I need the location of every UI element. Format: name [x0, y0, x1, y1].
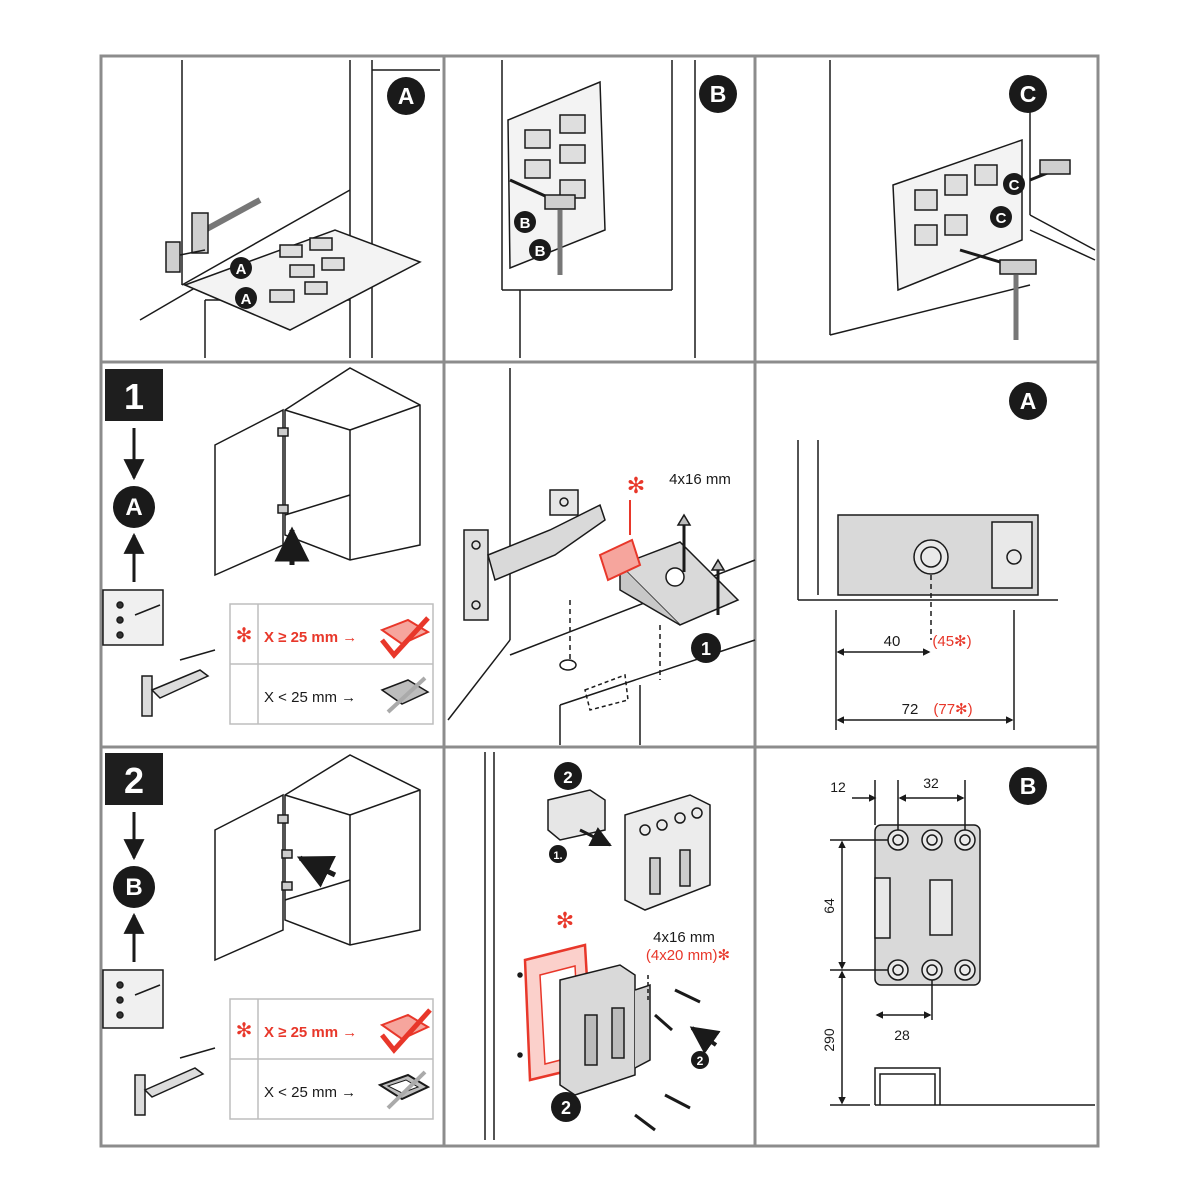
step-1-marker-a: A — [113, 486, 155, 528]
step-1-badge: 1 — [105, 369, 163, 421]
marker-b-on-template-1: B — [514, 211, 536, 233]
mounting-plate-detail — [484, 752, 721, 1140]
svg-text:2: 2 — [697, 1054, 704, 1068]
marker-a-top: A — [387, 77, 425, 115]
svg-text:2: 2 — [561, 1098, 571, 1118]
svg-text:C: C — [1009, 177, 1020, 194]
marker-c-on-template-2: C — [990, 206, 1012, 228]
condition-ge-label: X ≥ 25 mm → — [264, 1024, 357, 1041]
dim-64: 64 — [821, 898, 837, 914]
asterisk-icon-plate: ✻ — [556, 908, 574, 933]
step-1-cabinet — [214, 367, 421, 577]
step-2-condition-table: ✻ X ≥ 25 mm → X < 25 mm → — [229, 998, 434, 1120]
marker-b-top: B — [699, 75, 737, 113]
svg-text:B: B — [125, 874, 142, 901]
callout-1-dot: 1. — [549, 845, 567, 863]
svg-text:B: B — [710, 81, 727, 107]
svg-text:A: A — [125, 494, 142, 521]
callout-2-bottom: 2 — [551, 1092, 581, 1122]
svg-text:A: A — [236, 261, 247, 278]
dim-290: 290 — [821, 1028, 837, 1052]
dim-12: 12 — [830, 779, 846, 795]
svg-text:1: 1 — [701, 639, 711, 659]
step-2-badge: 2 — [105, 753, 163, 805]
asterisk-icon-hinge: ✻ — [627, 473, 645, 498]
svg-text:B: B — [1020, 773, 1037, 799]
red-plate-icon — [379, 616, 431, 659]
condition-lt-label: X < 25 mm → — [264, 689, 356, 706]
asterisk-icon: ✻ — [236, 1020, 253, 1042]
svg-text:1.: 1. — [553, 850, 562, 862]
callout-2-top: 2 — [554, 762, 582, 790]
grey-plate-icon — [380, 676, 430, 714]
dimension-drawing-a — [797, 440, 1058, 730]
callout-2-arrow: 2 — [691, 1051, 709, 1069]
step-2-hinge-thumb — [134, 1047, 216, 1116]
dim-72: 72 — [902, 701, 919, 718]
dim-28: 28 — [894, 1027, 910, 1043]
panel-grid — [99, 54, 1100, 1148]
svg-text:A: A — [241, 291, 252, 308]
svg-text:C: C — [996, 210, 1007, 227]
marker-a-on-template-2: A — [235, 287, 257, 309]
svg-text:C: C — [1020, 81, 1037, 107]
grey-frame-icon — [377, 1070, 431, 1110]
red-frame-icon — [379, 1008, 432, 1054]
hinge-mount-detail — [447, 368, 756, 745]
dim-77-alt: (77✻) — [933, 701, 972, 718]
marker-c-on-template-1: C — [1003, 173, 1025, 195]
dim-45-alt: (45✻) — [932, 633, 971, 650]
svg-text:B: B — [535, 243, 546, 260]
condition-lt-label: X < 25 mm → — [264, 1084, 356, 1101]
panel-template-b — [501, 60, 696, 358]
step-1-condition-table: ✻ X ≥ 25 mm → X < 25 mm → — [229, 603, 434, 725]
asterisk-icon: ✻ — [236, 625, 253, 647]
step-1-hinge-thumb — [141, 649, 216, 717]
step-2-template-thumb — [102, 969, 164, 1029]
marker-c-top: C — [1009, 75, 1047, 113]
screw-size-step-2-alt: (4x20 mm)✻ — [646, 947, 730, 964]
screw-size-step-2: 4x16 mm — [653, 929, 715, 946]
dim-40: 40 — [884, 633, 901, 650]
dim-32: 32 — [923, 775, 939, 791]
step-2-marker-b: B — [113, 866, 155, 908]
step-2-cabinet — [214, 754, 421, 962]
svg-text:1: 1 — [124, 376, 144, 417]
dimension-drawing-b — [830, 780, 1095, 1106]
step-1-template-thumb — [102, 589, 164, 646]
condition-ge-label: X ≥ 25 mm → — [264, 629, 357, 646]
panel-template-c — [829, 60, 1096, 340]
svg-text:A: A — [1020, 388, 1037, 414]
svg-text:B: B — [520, 215, 531, 232]
callout-1-detail: 1 — [691, 633, 721, 663]
marker-a-dimension: A — [1009, 382, 1047, 420]
marker-b-dimension: B — [1009, 767, 1047, 805]
svg-text:2: 2 — [124, 760, 144, 801]
marker-b-on-template-2: B — [529, 239, 551, 261]
marker-a-on-template-1: A — [230, 257, 252, 279]
svg-text:2: 2 — [563, 768, 572, 787]
screw-size-step-1: 4x16 mm — [669, 471, 731, 488]
svg-text:A: A — [398, 83, 415, 109]
